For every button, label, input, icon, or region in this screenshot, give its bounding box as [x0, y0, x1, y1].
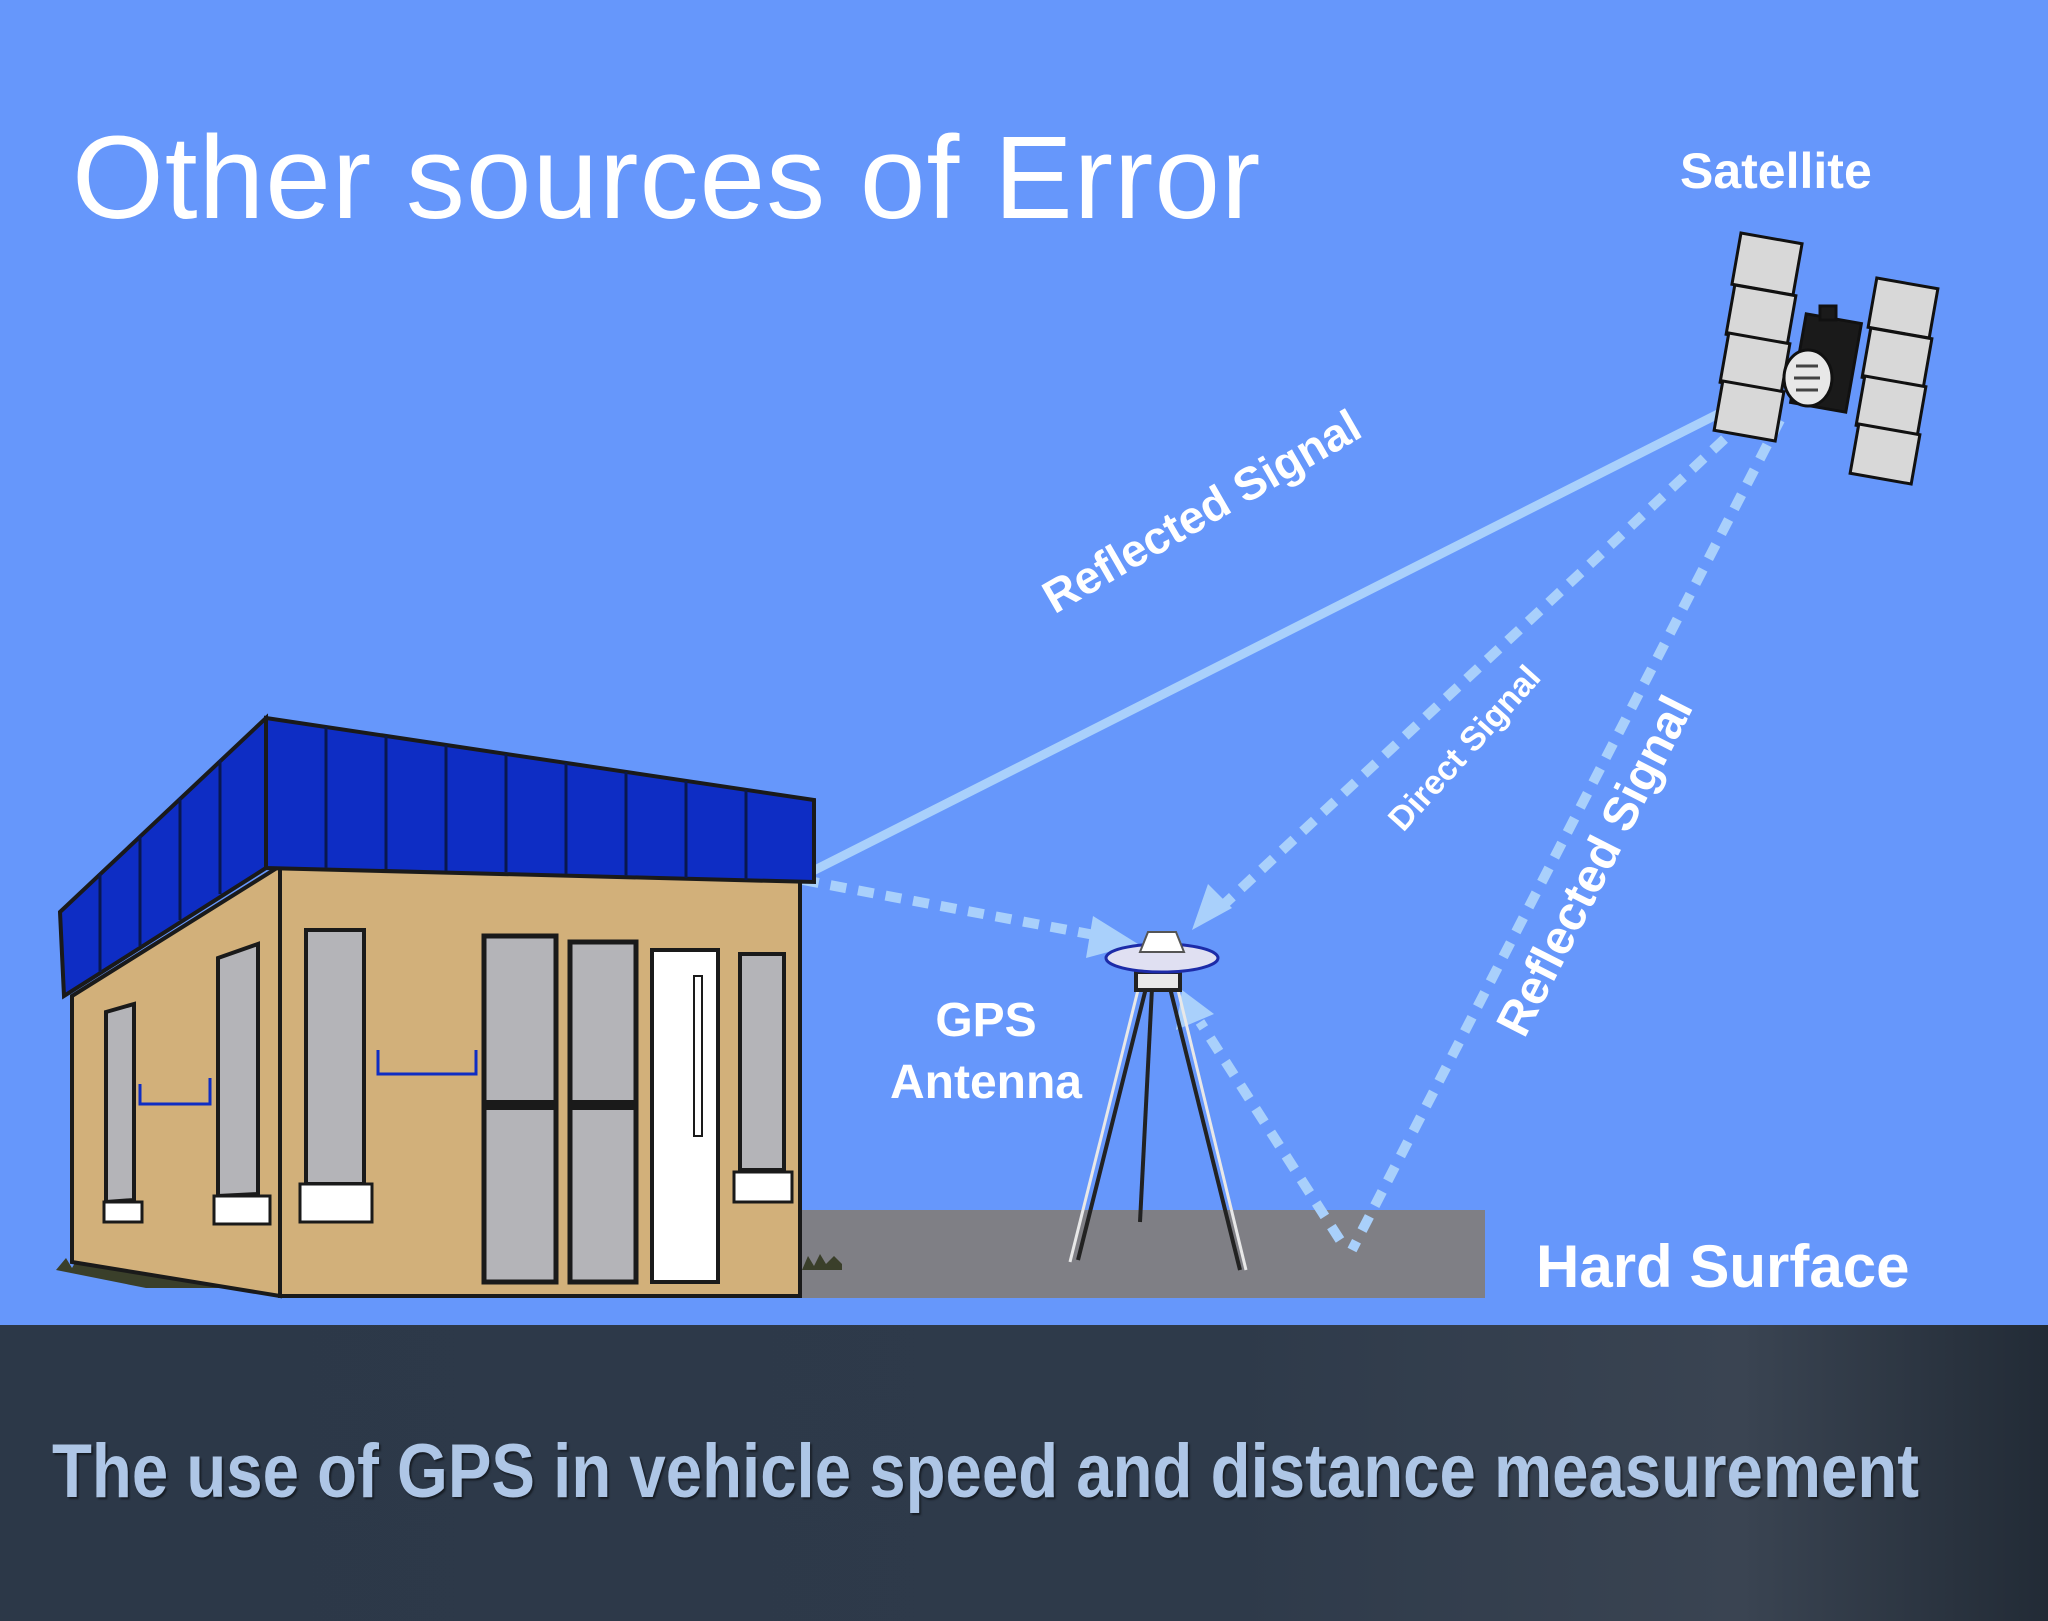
footer-bar	[0, 1325, 2048, 1621]
grass-right	[802, 1254, 842, 1270]
side-vent-1	[102, 1200, 144, 1224]
side-window-2	[216, 941, 260, 1199]
building-icon	[56, 713, 842, 1299]
front-vent-1	[298, 1182, 374, 1224]
roof-ridges	[98, 727, 748, 972]
gps-antenna-tripod-icon	[1068, 931, 1248, 1271]
reflected-signal-roof-line	[800, 407, 1725, 881]
footer-text: The use of GPS in vehicle speed and dist…	[52, 1429, 1920, 1514]
hard-surface-label: Hard Surface	[1536, 1233, 1910, 1300]
building-roof-front	[264, 715, 816, 885]
slide-title: Other sources of Error	[72, 112, 1262, 244]
direct-signal-line	[1214, 416, 1749, 914]
front-sign	[376, 1050, 478, 1076]
satellite-icon	[1712, 231, 1940, 486]
front-window-2	[738, 952, 786, 1172]
door-bar-1	[484, 1100, 556, 1110]
hard-surface	[790, 1210, 1485, 1298]
side-sign	[138, 1078, 212, 1106]
white-door	[650, 948, 720, 1284]
reflected-signal-ground-line	[1347, 417, 1785, 1253]
ground-bounce-to-antenna	[1195, 1019, 1345, 1243]
front-door-2	[567, 939, 639, 1285]
front-vent-2	[732, 1170, 794, 1204]
front-window-1	[304, 928, 366, 1186]
door-slot	[693, 975, 703, 1137]
arrow-head-direct	[1192, 884, 1232, 930]
side-vent-2	[212, 1194, 272, 1226]
gps-antenna-label: GPS Antenna	[890, 990, 1082, 1114]
gps-antenna-label-line1: GPS	[935, 994, 1037, 1047]
reflected-signal-roof-to-antenna	[802, 875, 1106, 942]
side-window-1	[104, 1001, 136, 1205]
gps-antenna-label-line2: Antenna	[890, 1056, 1082, 1109]
signal-paths	[800, 407, 1785, 1253]
door-bar-2	[570, 1100, 636, 1110]
satellite-label: Satellite	[1680, 143, 1872, 199]
